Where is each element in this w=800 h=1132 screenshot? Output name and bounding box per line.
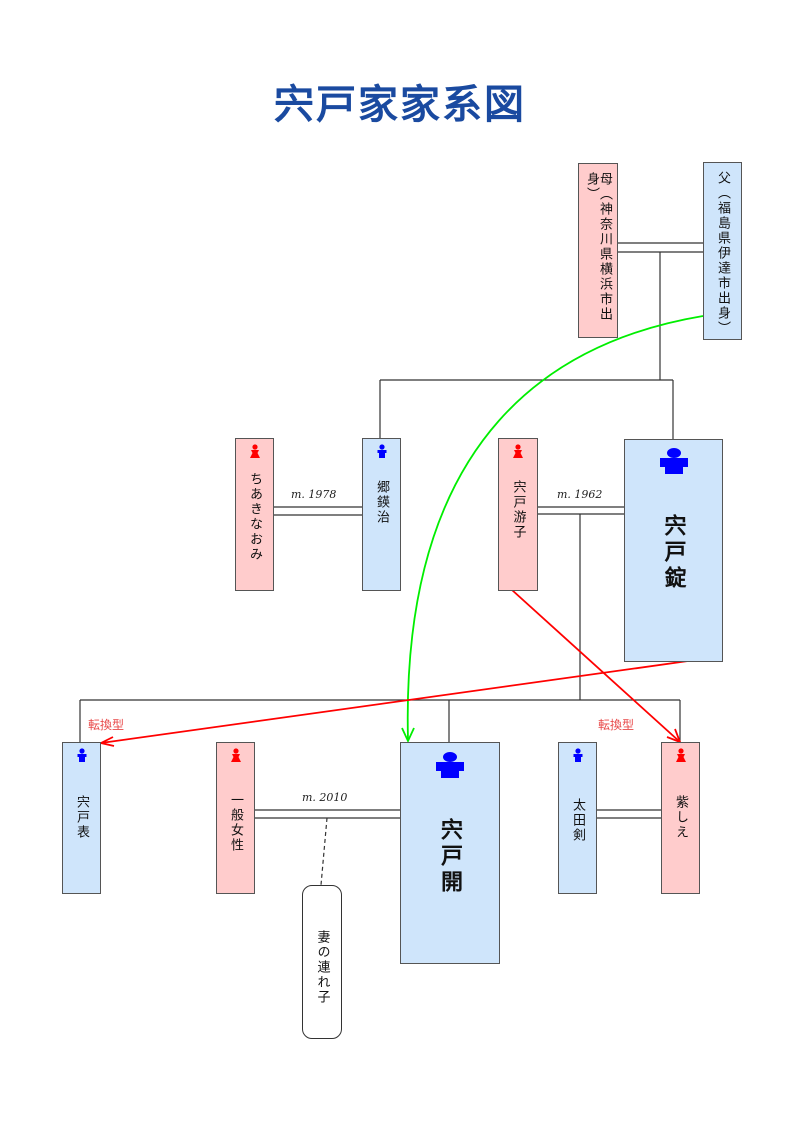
male-person-icon [77, 748, 86, 762]
person-box-hyo[interactable]: 宍戸表 [62, 742, 101, 894]
lineage-arrow [406, 315, 704, 741]
person-name: 父（福島県伊達市出身） [715, 171, 730, 336]
male-person-icon [436, 752, 464, 778]
person-box-chiaki[interactable]: ちあきなおみ [235, 438, 274, 591]
female-person-icon [513, 444, 523, 458]
person-name: 紫しえ [673, 795, 688, 840]
person-name: 妻の連れ子 [314, 930, 330, 1005]
person-box-kai[interactable]: 宍戸開 [400, 742, 500, 964]
person-name: 宍戸表 [74, 795, 89, 840]
annotation-label-shie: 転換型 [598, 718, 635, 732]
person-box-go[interactable]: 郷鍈治 [362, 438, 401, 591]
person-box-mother[interactable]: 母（神奈川県横浜市出身） [578, 163, 618, 338]
marriage-label-go-chiaki: m. 1978 [291, 488, 337, 501]
female-person-icon [675, 748, 686, 762]
adoption-arrow-hyo [100, 660, 689, 744]
person-box-yuko[interactable]: 宍戸游子 [498, 438, 538, 591]
person-name: 宍戸開 [437, 818, 463, 896]
person-box-ota[interactable]: 太田剣 [558, 742, 597, 894]
person-name: ちあきなおみ [247, 472, 262, 562]
annotation-label-hyo: 転換型 [88, 718, 125, 732]
adoption-arrow-shie [511, 589, 681, 743]
person-name: 宍戸錠 [660, 514, 687, 592]
marriage-label-jo-yuko: m. 1962 [557, 488, 603, 501]
person-box-wife[interactable]: 一般女性 [216, 742, 255, 894]
person-name: 太田剣 [570, 798, 585, 843]
male-person-icon [659, 448, 688, 474]
person-box-stepchild[interactable]: 妻の連れ子 [302, 885, 342, 1039]
male-person-icon [377, 444, 386, 458]
male-person-icon [573, 748, 582, 762]
person-box-father[interactable]: 父（福島県伊達市出身） [703, 162, 742, 340]
person-name: 母（神奈川県横浜市出身） [584, 172, 612, 322]
person-name: 宍戸游子 [510, 480, 526, 540]
female-person-icon [249, 444, 260, 458]
page-title: 宍戸家家系図 [274, 81, 526, 128]
person-box-shie[interactable]: 紫しえ [661, 742, 700, 894]
person-name: 一般女性 [228, 793, 243, 853]
person-name: 郷鍈治 [374, 480, 389, 525]
stepchild-dashed-line [320, 817, 328, 886]
marriage-label-kai-wife: m. 2010 [302, 791, 348, 804]
person-box-jo[interactable]: 宍戸錠 [624, 439, 723, 662]
female-person-icon [230, 748, 241, 762]
